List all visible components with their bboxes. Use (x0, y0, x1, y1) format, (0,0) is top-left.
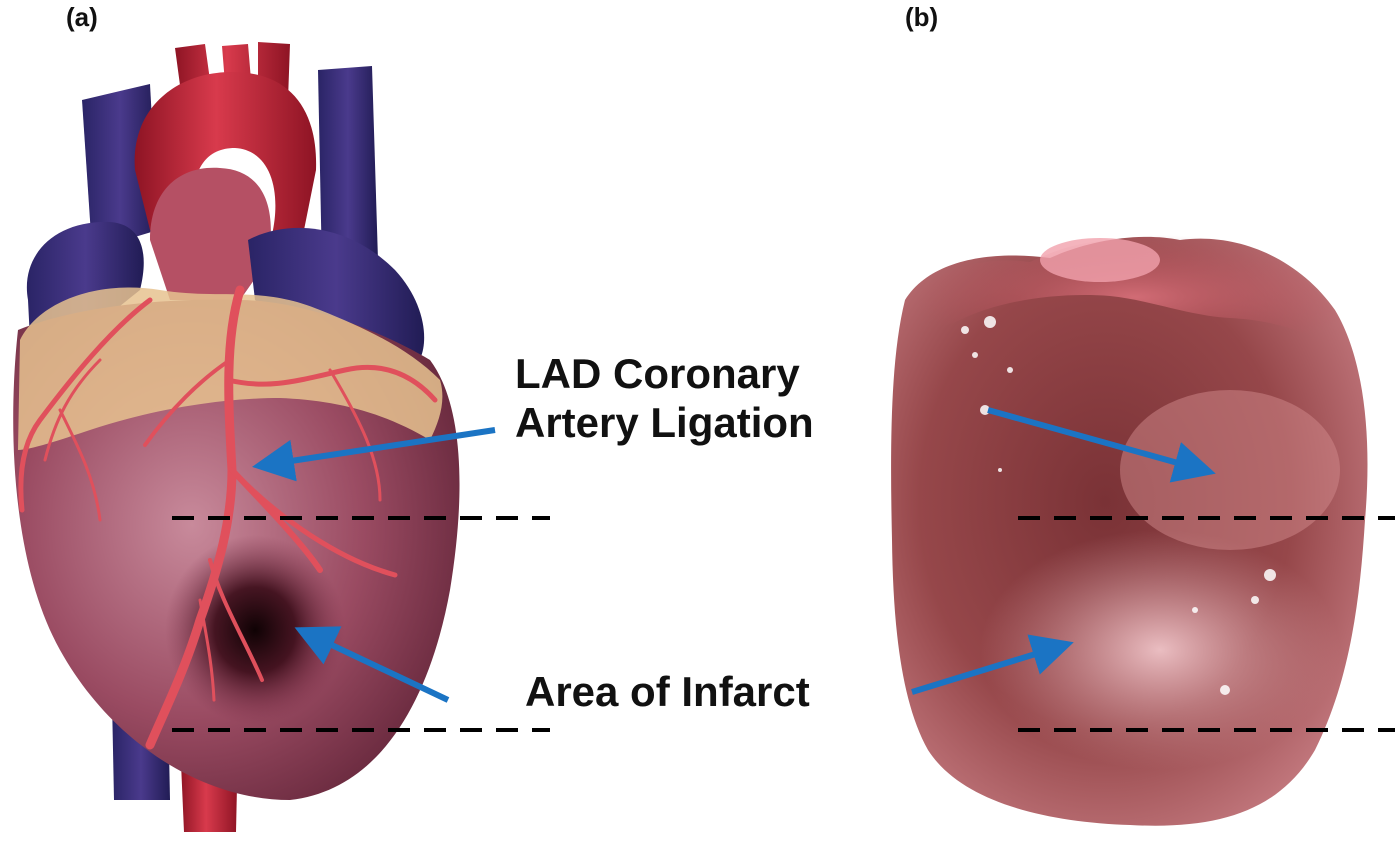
panel-label-b: (b) (905, 2, 939, 32)
rat-heart-bright-patch (1040, 238, 1160, 282)
lad-label-line1: LAD Coronary (515, 350, 800, 397)
infarct-area-label: Area of Infarct (525, 668, 810, 715)
rat-heart-highlights (961, 316, 1276, 695)
rat-heart-pale-zone (980, 530, 1340, 770)
infarct-arrow-left (294, 626, 450, 703)
lad-ligation-label: LAD Coronary Artery Ligation (515, 350, 814, 447)
rat-heart-light-zone (1120, 390, 1340, 550)
pulmonary-trunk (150, 167, 271, 300)
infarct-boundary-lines (172, 516, 1395, 732)
superior-vena-cava (82, 84, 158, 250)
panel-label-a: (a) (66, 2, 98, 32)
right-atrium (248, 227, 425, 370)
right-vein (318, 66, 378, 270)
infarct-arrow-right (911, 634, 1074, 695)
illustrated-heart (13, 42, 460, 832)
rat-heart-top-lobes (915, 234, 1355, 360)
lad-arrow-right (987, 407, 1216, 483)
pointer-arrows (252, 407, 1216, 703)
lad-arrow-left (252, 427, 496, 482)
rat-heart-photo (891, 234, 1368, 826)
coronary-arteries (18, 285, 438, 750)
lad-label-line2: Artery Ligation (515, 398, 814, 446)
